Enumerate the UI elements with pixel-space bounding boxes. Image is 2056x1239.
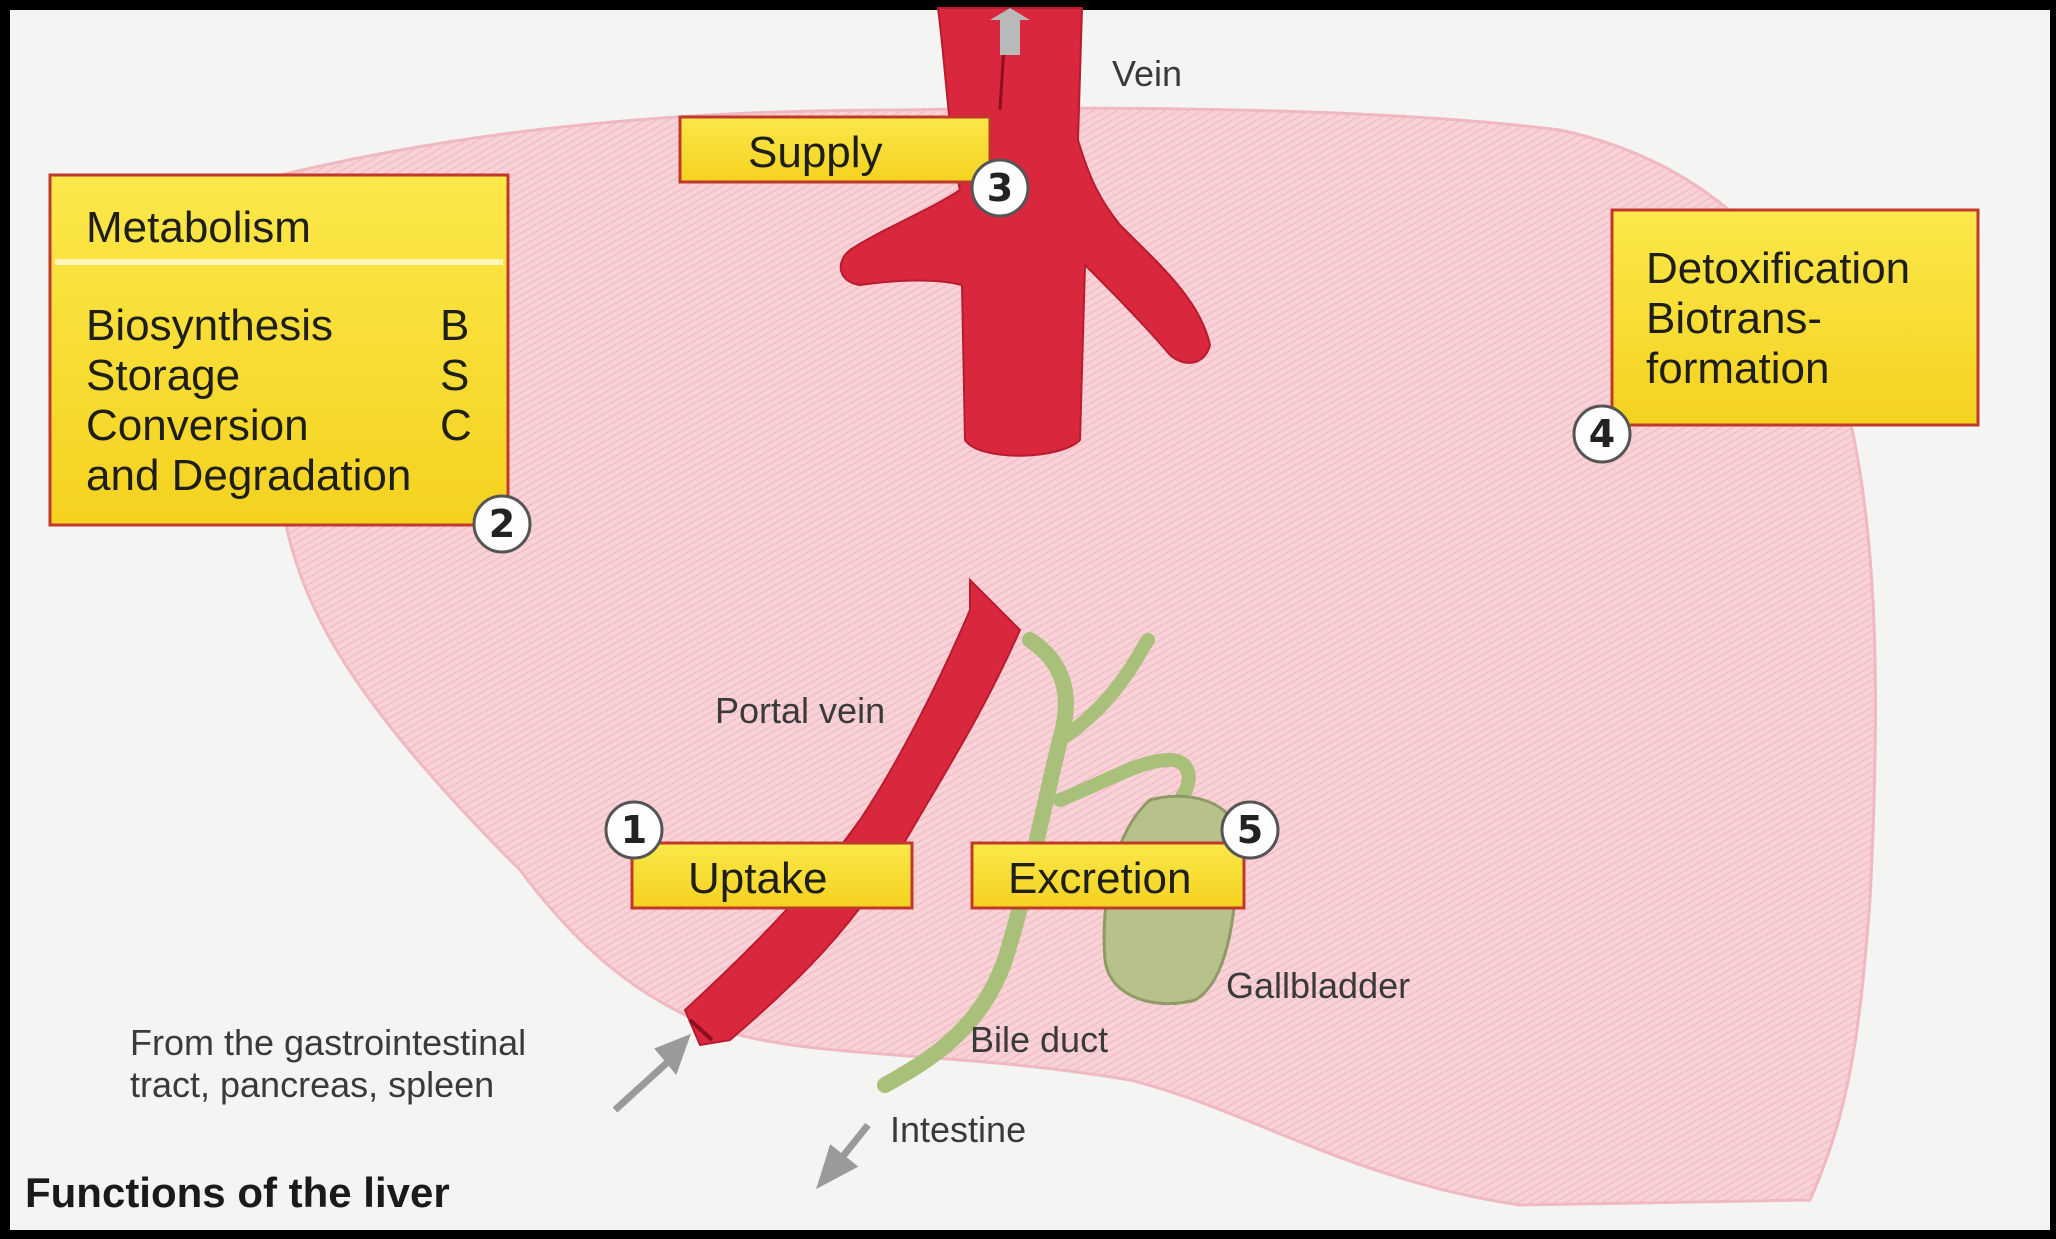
metabolism-heading: Metabolism	[86, 203, 311, 252]
metabolism-item-degradation: and Degradation	[86, 451, 411, 500]
metabolism-item-biosynthesis: Biosynthesis	[86, 301, 333, 350]
gallbladder-label: Gallbladder	[1226, 965, 1410, 1006]
metabolism-code-s: S	[440, 351, 469, 400]
svg-text:4: 4	[1589, 412, 1615, 456]
uptake-number-badge: 1	[606, 802, 662, 858]
source-label-line2: tract, pancreas, spleen	[130, 1064, 494, 1105]
supply-label: Supply	[748, 128, 883, 177]
svg-text:2: 2	[489, 502, 515, 546]
vein-label: Vein	[1112, 53, 1182, 94]
source-label-line1: From the gastrointestinal	[130, 1022, 526, 1063]
uptake-label: Uptake	[688, 854, 827, 903]
portal-vein-label: Portal vein	[715, 690, 885, 731]
intestine-label: Intestine	[890, 1109, 1026, 1150]
metabolism-code-c: C	[440, 401, 472, 450]
svg-text:1: 1	[621, 808, 647, 852]
figure-title: Functions of the liver	[25, 1169, 450, 1216]
metabolism-number-badge: 2	[474, 496, 530, 552]
excretion-number-badge: 5	[1222, 802, 1278, 858]
bile-duct-label: Bile duct	[970, 1019, 1108, 1060]
svg-text:5: 5	[1237, 808, 1263, 852]
metabolism-item-conversion: Conversion	[86, 401, 309, 450]
detox-line2: Biotrans-	[1646, 294, 1822, 343]
svg-text:3: 3	[987, 166, 1013, 210]
detox-line3: formation	[1646, 344, 1829, 393]
metabolism-item-storage: Storage	[86, 351, 240, 400]
metabolism-code-b: B	[440, 301, 469, 350]
detoxification-box: Detoxification Biotrans- formation 4	[1574, 210, 1978, 462]
metabolism-box: Metabolism Biosynthesis B Storage S Conv…	[50, 175, 530, 552]
supply-number-badge: 3	[972, 160, 1028, 216]
excretion-label: Excretion	[1008, 854, 1191, 903]
detox-number-badge: 4	[1574, 406, 1630, 462]
detox-line1: Detoxification	[1646, 244, 1910, 293]
